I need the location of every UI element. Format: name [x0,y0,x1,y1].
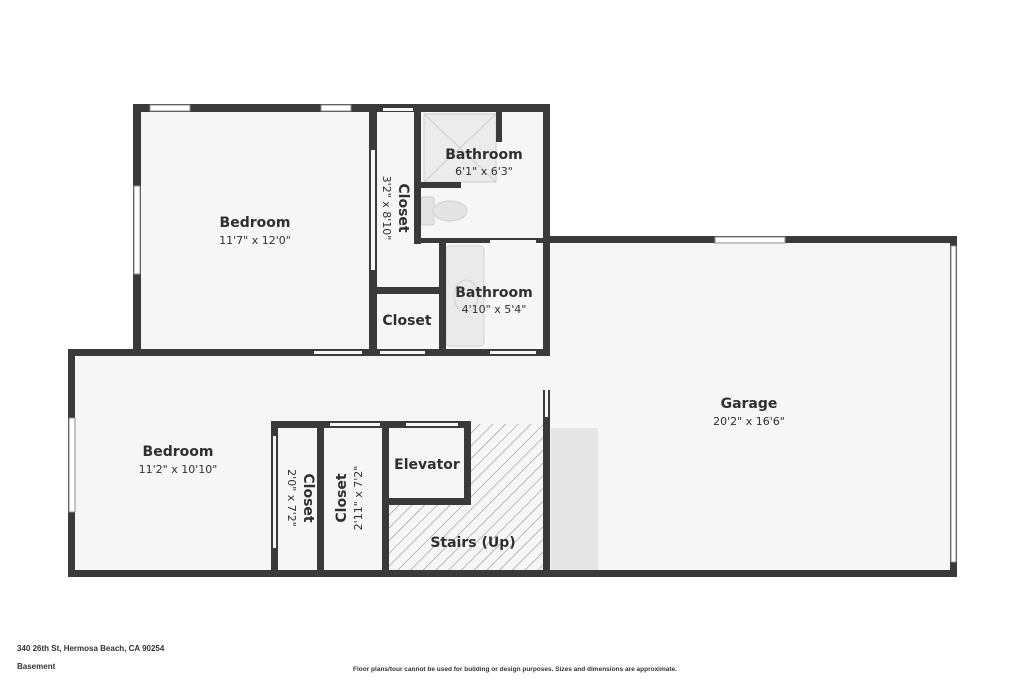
closet-3-name: Closet [300,473,316,523]
closet-1-dims: 3'2" x 8'10" [380,176,393,241]
disclaimer: Floor plans/tour cannot be used for buil… [353,666,677,673]
bathroom-2-label: Bathroom 4'10" x 5'4" [455,285,533,316]
property-address: 340 26th St, Hermosa Beach, CA 90254 [17,644,165,653]
closet-2-label: Closet [382,313,432,329]
closet-4-dims: 2'11" x 7'2" [352,466,365,531]
stairs-hatch [388,424,545,572]
bedroom-1-name: Bedroom [220,215,291,231]
closet-4-label: Closet 2'11" x 7'2" [334,466,365,531]
door-openings [273,108,548,548]
closet-4-name: Closet [334,473,350,523]
closet-2-name: Closet [382,313,432,329]
stairs-name: Stairs (Up) [430,535,515,551]
bedroom-1-dims: 11'7" x 12'0" [219,234,291,247]
bedroom-2-name: Bedroom [143,444,214,460]
bathroom-2-dims: 4'10" x 5'4" [462,303,527,316]
shower-icon [423,113,497,183]
bedroom-2-dims: 11'2" x 10'10" [139,463,218,476]
elevator-label: Elevator [394,457,460,473]
closet-3-label: Closet 2'0" x 7'2" [285,469,316,527]
sink-icon [445,245,485,347]
stairs-label: Stairs (Up) [430,535,515,551]
bedroom-2-label: Bedroom 11'2" x 10'10" [139,444,218,476]
closet-1-name: Closet [395,183,411,233]
garage-parking-area [551,428,598,572]
closet-3-dims: 2'0" x 7'2" [285,469,298,527]
bathroom-1-label: Bathroom 6'1" x 6'3" [445,147,523,178]
garage-dims: 20'2" x 16'6" [713,415,785,428]
elevator-name: Elevator [394,457,460,473]
garage-label: Garage 20'2" x 16'6" [713,396,785,428]
bathroom-1-dims: 6'1" x 6'3" [455,165,513,178]
toilet-icon [420,196,468,226]
bathroom-1-name: Bathroom [445,147,523,163]
windows [68,104,957,563]
bedroom-1-label: Bedroom 11'7" x 12'0" [219,215,291,247]
bathroom-2-name: Bathroom [455,285,533,301]
closet-1-label: Closet 3'2" x 8'10" [380,176,411,241]
floor-level: Basement [17,662,56,671]
garage-name: Garage [721,396,778,412]
